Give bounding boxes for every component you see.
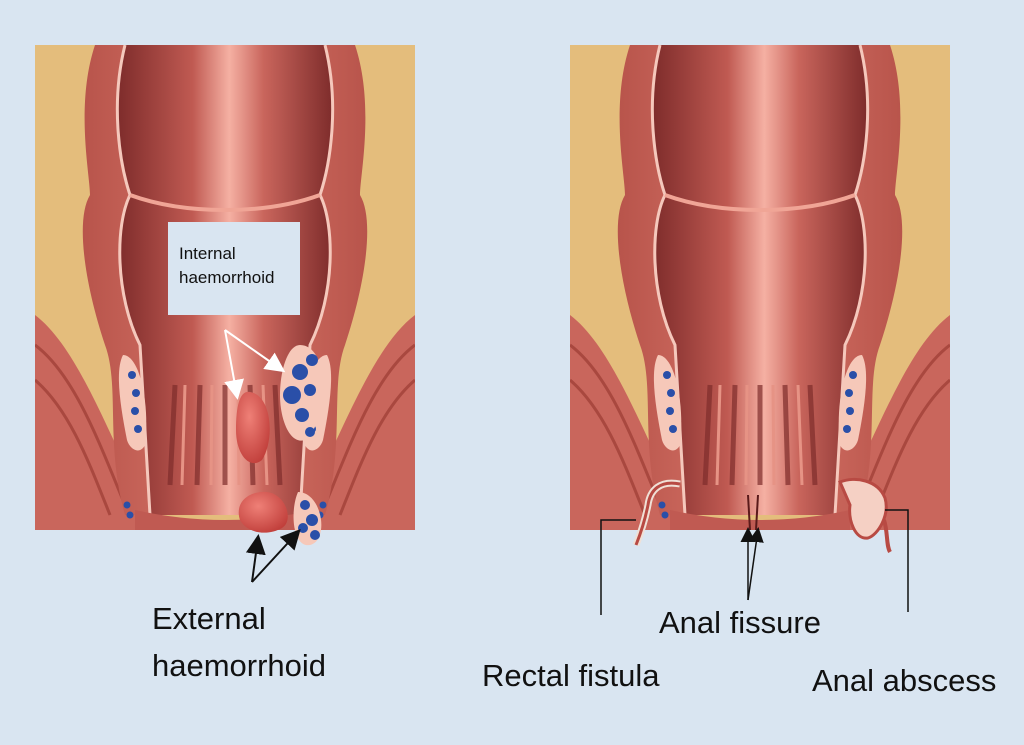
internal-haemorrhoid-arrows [224, 329, 286, 400]
internal-haemorrhoid-plexus [280, 345, 324, 441]
anal-fissure-mark [747, 494, 759, 531]
rectal-fistula-label: Rectal fistula [482, 658, 660, 693]
anal-abscess-label: Anal abscess [812, 663, 997, 698]
external-haemorrhoid-label-line1: External [152, 601, 266, 636]
external-haemorrhoid-nodule [238, 491, 288, 533]
anal-abscess [838, 477, 892, 553]
internal-haemorrhoid-label-line1: Internal [179, 244, 236, 263]
anal-fissure-label: Anal fissure [659, 605, 821, 640]
right-leader-lines [600, 509, 909, 615]
left-rectum-panel [35, 45, 415, 583]
internal-haemorrhoid-nodule [236, 391, 270, 464]
external-haemorrhoid-label-line2: haemorrhoid [152, 647, 327, 683]
internal-haemorrhoid-label-line2: haemorrhoid [179, 268, 275, 287]
external-haemorrhoid-label: External haemorrhoid [152, 596, 326, 689]
internal-haemorrhoid-label: Internal haemorrhoid [168, 222, 300, 315]
external-haemorrhoid-arrows [245, 529, 301, 583]
right-rectum-panel [570, 45, 950, 615]
